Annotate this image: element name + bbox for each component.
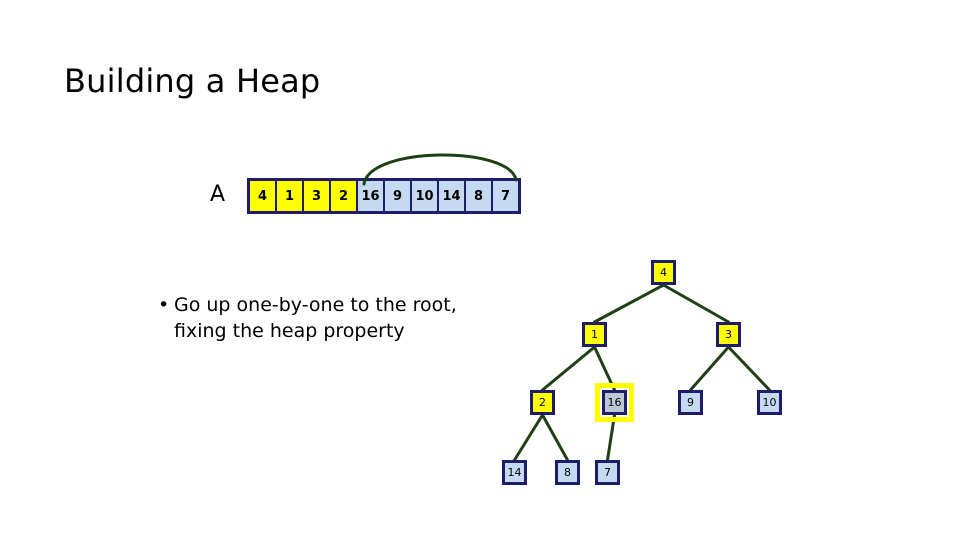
- tree-edge: [541, 413, 569, 462]
- tree-node-selected[interactable]: 16: [602, 390, 627, 415]
- tree-node[interactable]: 2: [530, 390, 555, 415]
- tree-edges-group: [513, 283, 771, 462]
- tree-node[interactable]: 10: [757, 390, 782, 415]
- page-title: Building a Heap: [64, 62, 321, 100]
- tree-node[interactable]: 9: [678, 390, 703, 415]
- node-selection-ring[interactable]: [595, 383, 634, 422]
- tree-edge: [606, 413, 616, 462]
- tree-edge: [662, 283, 730, 324]
- array-cells-row: 4 1 3 2 16 9 10 14 8 7: [247, 178, 521, 214]
- heap-tree-diagram: 4 1 3 2 16 9 10 14 8 7: [480, 250, 820, 510]
- tree-node-leaf[interactable]: 7: [595, 460, 620, 485]
- array-cell[interactable]: 10: [411, 180, 438, 212]
- array-cell[interactable]: 2: [330, 180, 357, 212]
- bullet-list: • Go up one-by-one to the root, fixing t…: [158, 292, 488, 344]
- tree-node-leaf[interactable]: 8: [555, 460, 580, 485]
- tree-node[interactable]: 3: [716, 322, 741, 347]
- tree-edge: [727, 345, 771, 392]
- tree-node-root[interactable]: 4: [651, 260, 676, 285]
- array-cell[interactable]: 3: [303, 180, 330, 212]
- array-cell[interactable]: 14: [438, 180, 465, 212]
- bullet-dot-icon: •: [158, 294, 170, 316]
- array-name-label: A: [210, 182, 226, 207]
- array-cell[interactable]: 4: [249, 180, 276, 212]
- array-cell[interactable]: 1: [276, 180, 303, 212]
- tree-edge: [541, 345, 596, 392]
- list-item: • Go up one-by-one to the root, fixing t…: [158, 292, 488, 344]
- tree-edge: [593, 345, 616, 392]
- tree-node-leaf[interactable]: 14: [502, 460, 527, 485]
- tree-edge: [593, 283, 665, 324]
- array-cell[interactable]: 7: [492, 180, 519, 212]
- array-cell[interactable]: 16: [357, 180, 384, 212]
- tree-edge: [689, 345, 730, 392]
- list-item-label: Go up one-by-one to the root, fixing the…: [174, 294, 457, 342]
- array-cell[interactable]: 8: [465, 180, 492, 212]
- tree-node[interactable]: 1: [582, 322, 607, 347]
- tree-edge: [513, 413, 544, 462]
- array-cell[interactable]: 9: [384, 180, 411, 212]
